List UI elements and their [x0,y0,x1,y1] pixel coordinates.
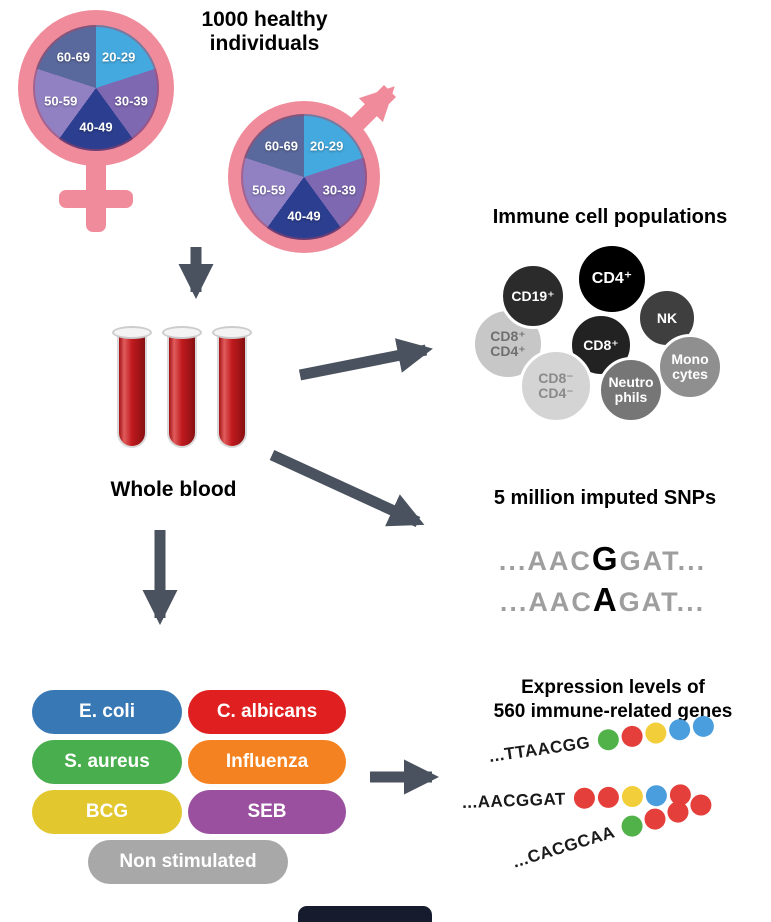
bead-icon [667,717,692,742]
age-slice-label: 20-29 [310,138,344,153]
stimulus-pill-saureus: S. aureus [32,740,182,784]
bead-icon [691,714,716,739]
snp-allele: A [592,581,619,618]
cell-circle-neutrophils: Neutro phils [598,357,664,423]
stimulus-pill-bcg: BCG [32,790,182,834]
bead-icon [641,805,669,833]
age-slice-label: 30-39 [322,182,356,198]
bead-icon [619,812,646,840]
blood-tubes-group [112,326,252,450]
stimulus-pill-calbicans: C. albicans [188,690,346,734]
female-symbol-icon: 20-29 30-39 40-49 50-59 60-69 [18,10,174,166]
cell-label: Mono cytes [671,351,709,382]
gene-sequence: ...CACGCAA [510,821,618,872]
cell-label: CD8⁻ CD4⁻ [538,370,574,401]
tube-blood [217,333,247,448]
snp-sequence: ...AACAGAT... [430,581,771,619]
age-pie: 20-29 30-39 40-49 50-59 60-69 [241,114,367,240]
gene-sequence: ...AACGGAT [461,788,567,812]
whole-blood-label: Whole blood [110,478,237,501]
cell-label: NK [656,309,678,326]
age-slice-label: 40-49 [287,208,321,224]
age-slice-label: 40-49 [79,119,113,135]
female-symbol-crossbar [59,190,133,208]
tube-rim [212,326,252,339]
snp-allele: G [591,540,620,577]
expression-title: Expression levels of 560 immune-related … [493,677,733,722]
tube-rim [162,326,202,339]
cell-circle-cd19: CD19⁺ [500,263,566,329]
male-symbol-icon: 20-29 30-39 40-49 50-59 60-69 [228,101,380,253]
bottom-cropped-shape [298,906,432,922]
arrow-blood-to-cells [298,338,433,381]
snp-context: GAT... [619,546,707,576]
age-slice-label: 50-59 [252,182,286,198]
age-slice-label: 20-29 [102,49,136,64]
stimulus-label: Non stimulated [119,851,257,872]
arrow-blood-to-snps [269,450,425,527]
stimulus-pill-seb: SEB [188,790,346,834]
snp-context: ...AAC [499,587,593,617]
bead-icon [687,791,715,819]
tube-blood [167,333,197,448]
stimulus-label: BCG [85,801,129,822]
cell-label: CD19⁺ [511,287,555,304]
cell-label: CD4⁺ [591,269,633,287]
stimulus-pill-nonstimulated: Non stimulated [88,840,288,884]
cell-label: CD8⁺ [583,336,619,353]
gene-sequence: ...TTAACGG [487,732,592,766]
age-slice-label: 50-59 [44,93,78,109]
bead-icon [664,798,692,826]
cell-circle-cd4: CD4⁺ [576,243,648,315]
immune-cells-title: Immune cell populations [492,206,728,228]
stimulus-label: E. coli [79,701,135,722]
snp-sequence: ...AACGGAT... [430,540,771,578]
bead-icon [620,724,644,749]
cell-label: CD8⁺ CD4⁺ [490,328,526,359]
cell-circle-cd8cd4-neg: CD8⁻ CD4⁻ [519,349,593,423]
snps-title: 5 million imputed SNPs [493,487,717,509]
blood-tube-icon [162,326,202,450]
age-slice-label: 60-69 [264,138,298,153]
bead-icon [597,786,620,809]
tube-rim [112,326,152,339]
blood-tube-icon [212,326,252,450]
bead-icon [573,787,596,810]
stimulus-label: S. aureus [64,751,150,772]
page-title: 1000 healthy individuals [201,8,328,56]
stimulus-label: C. albicans [216,701,318,722]
stimulus-label: SEB [247,801,287,822]
stimulus-label: Influenza [225,751,309,772]
cell-label: Neutro phils [608,374,654,405]
snp-context: GAT... [618,587,706,617]
stimulus-pill-ecoli: E. coli [32,690,182,734]
stimulus-pill-influenza: Influenza [188,740,346,784]
blood-tube-icon [112,326,152,450]
tube-blood [117,333,147,448]
bead-icon [643,721,668,745]
cell-circle-monocytes: Mono cytes [657,334,723,400]
snp-context: ...AAC [498,546,592,576]
age-slice-label: 60-69 [56,49,90,64]
bead-icon [645,784,668,807]
bead-icon [621,785,644,808]
bead-icon [596,727,621,752]
age-slice-label: 30-39 [114,93,148,109]
age-pie: 20-29 30-39 40-49 50-59 60-69 [33,25,159,151]
